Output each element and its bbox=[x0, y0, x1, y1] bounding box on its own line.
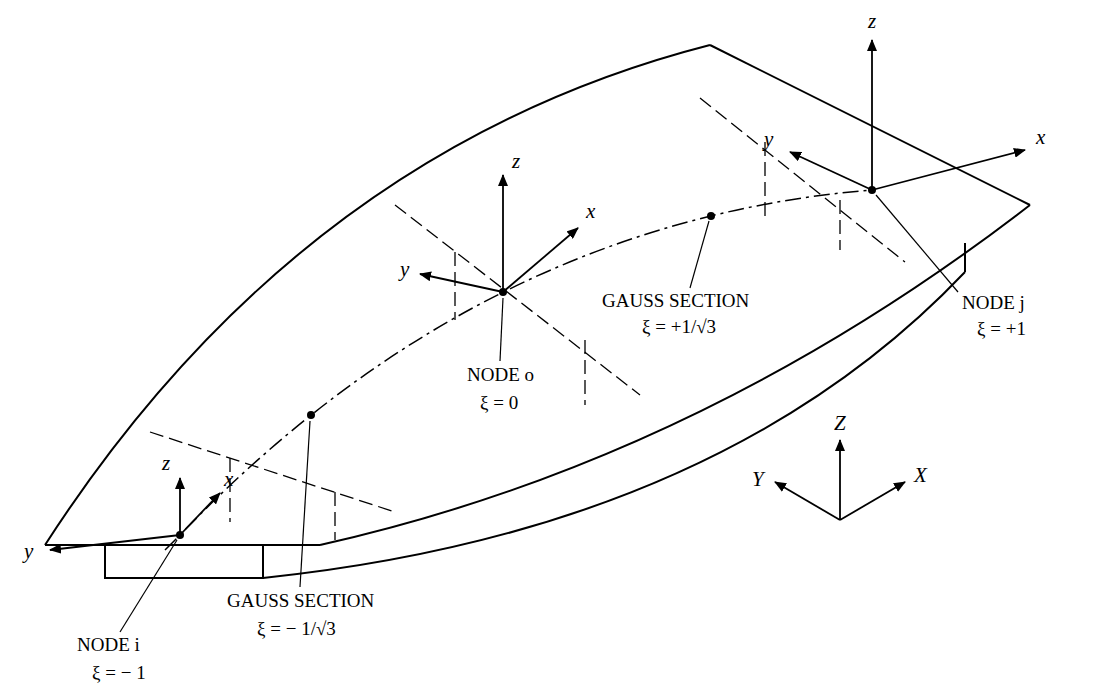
axis-label: Y bbox=[750, 468, 766, 490]
drawing-part bbox=[839, 200, 840, 250]
annotation-label: ξ = +1/√3 bbox=[640, 316, 718, 338]
drawing-part bbox=[872, 150, 1025, 190]
drawing-part bbox=[871, 40, 873, 190]
annotation-label: NODE j bbox=[960, 292, 1027, 314]
axis-label: x bbox=[1034, 126, 1047, 148]
axis-label: y bbox=[762, 128, 775, 150]
drawing-part bbox=[300, 421, 310, 587]
drawing-part bbox=[502, 175, 504, 292]
drawing-part bbox=[700, 98, 905, 262]
local-axes bbox=[50, 40, 1025, 550]
leader-lines bbox=[120, 195, 958, 632]
web-bottom-edge bbox=[263, 272, 965, 578]
node-points bbox=[176, 186, 876, 539]
drawing-part bbox=[179, 478, 181, 535]
drawing-part bbox=[876, 195, 958, 292]
centroid-axis bbox=[165, 190, 872, 550]
drawing-part bbox=[500, 298, 503, 361]
annotation-label: GAUSS SECTION bbox=[225, 590, 376, 612]
drawing-part bbox=[307, 411, 315, 419]
flange-front-edge bbox=[320, 205, 1030, 545]
axis-label: Z bbox=[832, 412, 848, 434]
drawing-part bbox=[503, 228, 578, 292]
annotation-label: ξ = − 1/√3 bbox=[255, 618, 338, 640]
axis-label: x bbox=[584, 200, 597, 222]
drawing-part bbox=[499, 288, 507, 296]
annotation-label: NODE i bbox=[75, 634, 142, 656]
axis-label: y bbox=[22, 540, 35, 562]
drawing-part bbox=[50, 535, 180, 550]
drawing-part bbox=[150, 432, 395, 512]
drawing-part bbox=[334, 492, 335, 540]
drawing-part bbox=[707, 212, 715, 220]
drawing-part bbox=[180, 493, 220, 535]
axis-label: z bbox=[160, 452, 172, 474]
axis-label: X bbox=[912, 464, 929, 486]
drawing-part bbox=[176, 531, 184, 539]
drawing-part bbox=[764, 142, 765, 222]
beam-outline bbox=[45, 45, 1030, 578]
drawing-part bbox=[790, 152, 872, 190]
annotation-label: ξ = 0 bbox=[478, 392, 520, 414]
section-lines bbox=[150, 98, 905, 540]
annotation-label: GAUSS SECTION bbox=[600, 290, 751, 312]
axis-label: y bbox=[398, 258, 411, 280]
axis-label: z bbox=[510, 150, 522, 172]
drawing-part bbox=[840, 482, 905, 520]
annotation-label: ξ = +1 bbox=[975, 318, 1028, 340]
drawing-part bbox=[120, 540, 177, 632]
drawing-part bbox=[420, 274, 503, 292]
flange-end-edge bbox=[710, 45, 1030, 205]
web-section bbox=[105, 545, 263, 578]
annotation-label: NODE o bbox=[465, 364, 536, 386]
axis-label: x bbox=[222, 468, 235, 490]
drawing-part bbox=[775, 482, 840, 520]
annotation-label: ξ = − 1 bbox=[90, 662, 148, 684]
drawing-part bbox=[868, 186, 876, 194]
drawing-part bbox=[839, 440, 841, 520]
drawing-part bbox=[584, 340, 585, 405]
global-axes bbox=[775, 440, 905, 520]
drawing-part bbox=[690, 221, 709, 288]
web-end-edge bbox=[964, 243, 966, 272]
drawing-part bbox=[454, 252, 455, 320]
axis-label: z bbox=[866, 10, 878, 32]
